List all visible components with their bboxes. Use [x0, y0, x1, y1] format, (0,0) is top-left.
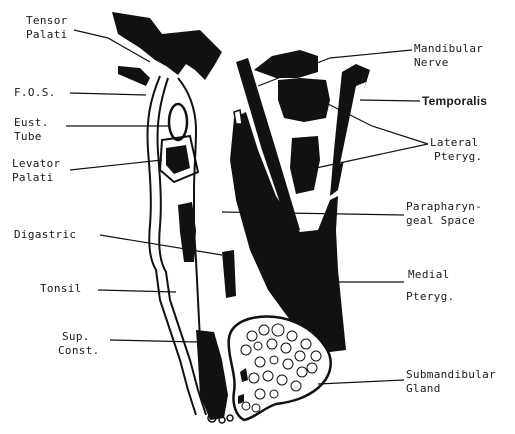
label-tensor-palati-line1: Tensor	[26, 14, 68, 28]
label-lateral-pteryg-line1: Lateral	[430, 136, 482, 150]
label-parapharyngeal-space-line1: Parapharyn-	[406, 200, 482, 214]
label-eust-tube-line2: Tube	[14, 130, 49, 144]
label-lateral-pteryg: Lateral Pteryg.	[430, 136, 482, 164]
label-digastric: Digastric	[14, 228, 76, 242]
label-mandibular-nerve-line2: Nerve	[414, 56, 483, 70]
label-fos-text: F.O.S.	[14, 86, 56, 99]
medial-pteryg-shape	[230, 112, 346, 352]
lateral-pteryg-upper-shape	[278, 78, 330, 122]
label-submandibular-gland-line2: Gland	[406, 382, 496, 396]
label-medial-pteryg: Medial Pteryg.	[406, 268, 454, 304]
label-parapharyngeal-space: Parapharyn- geal Space	[406, 200, 482, 228]
lateral-pteryg-lower-shape	[290, 136, 320, 194]
label-lateral-pteryg-line2: Pteryg.	[430, 150, 482, 164]
label-parapharyngeal-space-line2: geal Space	[406, 214, 482, 228]
label-digastric-text: Digastric	[14, 228, 76, 241]
label-sup-const-line1: Sup.	[58, 330, 100, 344]
label-medial-pteryg-line2: Pteryg.	[406, 290, 454, 304]
digastric-shape	[222, 250, 236, 298]
label-temporalis: Temporalis	[422, 94, 487, 108]
label-fos: F.O.S.	[14, 86, 56, 100]
label-medial-pteryg-line1: Medial	[406, 268, 454, 282]
label-sup-const: Sup. Const.	[58, 330, 100, 358]
label-tonsil-text: Tonsil	[40, 282, 82, 295]
label-mandibular-nerve: Mandibular Nerve	[414, 42, 483, 70]
label-levator-palati: Levator Palati	[12, 157, 60, 185]
label-tensor-palati-line2: Palati	[26, 28, 68, 42]
label-tensor-palati: Tensor Palati	[26, 14, 68, 42]
label-submandibular-gland: Submandibular Gland	[406, 368, 496, 396]
label-levator-palati-line1: Levator	[12, 157, 60, 171]
label-eust-tube: Eust. Tube	[14, 116, 49, 144]
label-levator-palati-line2: Palati	[12, 171, 60, 185]
label-eust-tube-line1: Eust.	[14, 116, 49, 130]
sup-constrictor-shape	[196, 330, 228, 420]
pterygoid-hook-shape	[118, 66, 150, 86]
label-submandibular-gland-line1: Submandibular	[406, 368, 496, 382]
levator-palati-shape	[166, 145, 190, 174]
label-sup-const-line2: Const.	[58, 344, 100, 358]
label-tonsil: Tonsil	[40, 282, 82, 296]
eustachian-tube-shape	[169, 104, 187, 140]
label-temporalis-text: Temporalis	[422, 94, 487, 108]
label-mandibular-nerve-line1: Mandibular	[414, 42, 483, 56]
mandibular-nerve-shape	[254, 50, 318, 78]
